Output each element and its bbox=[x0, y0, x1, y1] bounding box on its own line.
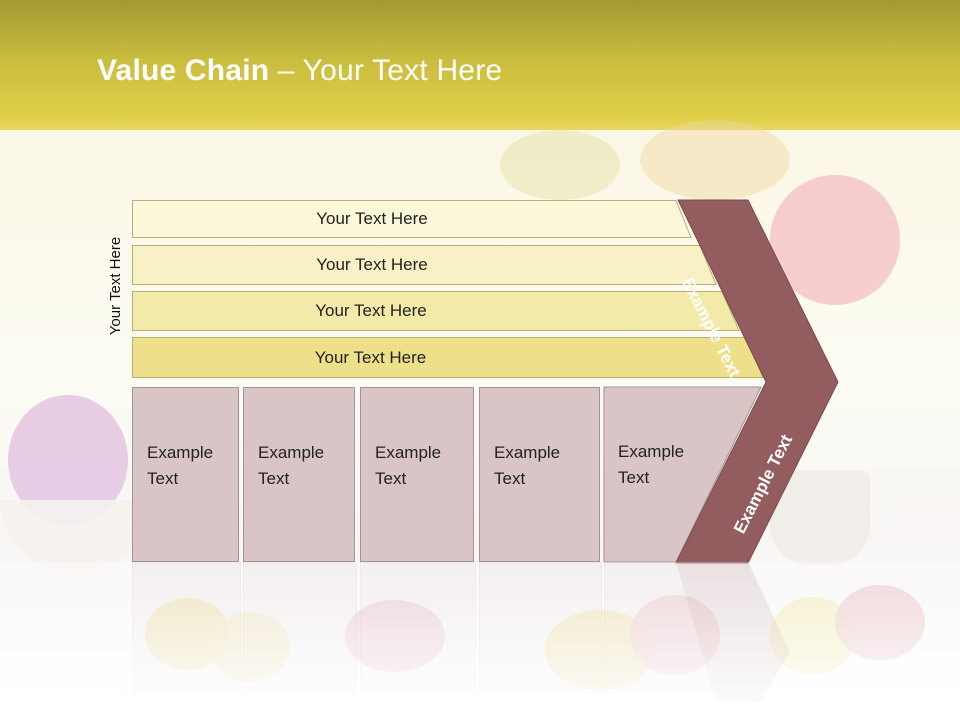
bar-label: Your Text Here bbox=[316, 209, 428, 228]
flower-decoration bbox=[500, 130, 620, 200]
support-bar-1[interactable]: Your Text Here bbox=[132, 200, 692, 238]
bar-shape bbox=[132, 200, 692, 238]
flower-decoration bbox=[640, 120, 790, 200]
rose-decoration bbox=[770, 175, 900, 305]
bar-shape bbox=[132, 245, 717, 285]
bar-label: Your Text Here bbox=[315, 301, 427, 320]
slide-title[interactable]: Value Chain – Your Text Here bbox=[97, 54, 502, 88]
title-bold-text: Value Chain bbox=[97, 54, 270, 87]
support-bar-2[interactable]: Your Text Here bbox=[132, 245, 717, 285]
support-bar-4[interactable]: Your Text Here bbox=[132, 337, 764, 378]
bar-label: Your Text Here bbox=[314, 347, 427, 367]
title-rest-text: – Your Text Here bbox=[269, 54, 503, 87]
bar-label: Your Text Here bbox=[316, 255, 428, 274]
bar-shape bbox=[132, 291, 740, 331]
bar-shape bbox=[132, 337, 764, 378]
support-bar-3[interactable]: Your Text Here bbox=[132, 291, 740, 331]
reflection-fade bbox=[0, 562, 960, 720]
